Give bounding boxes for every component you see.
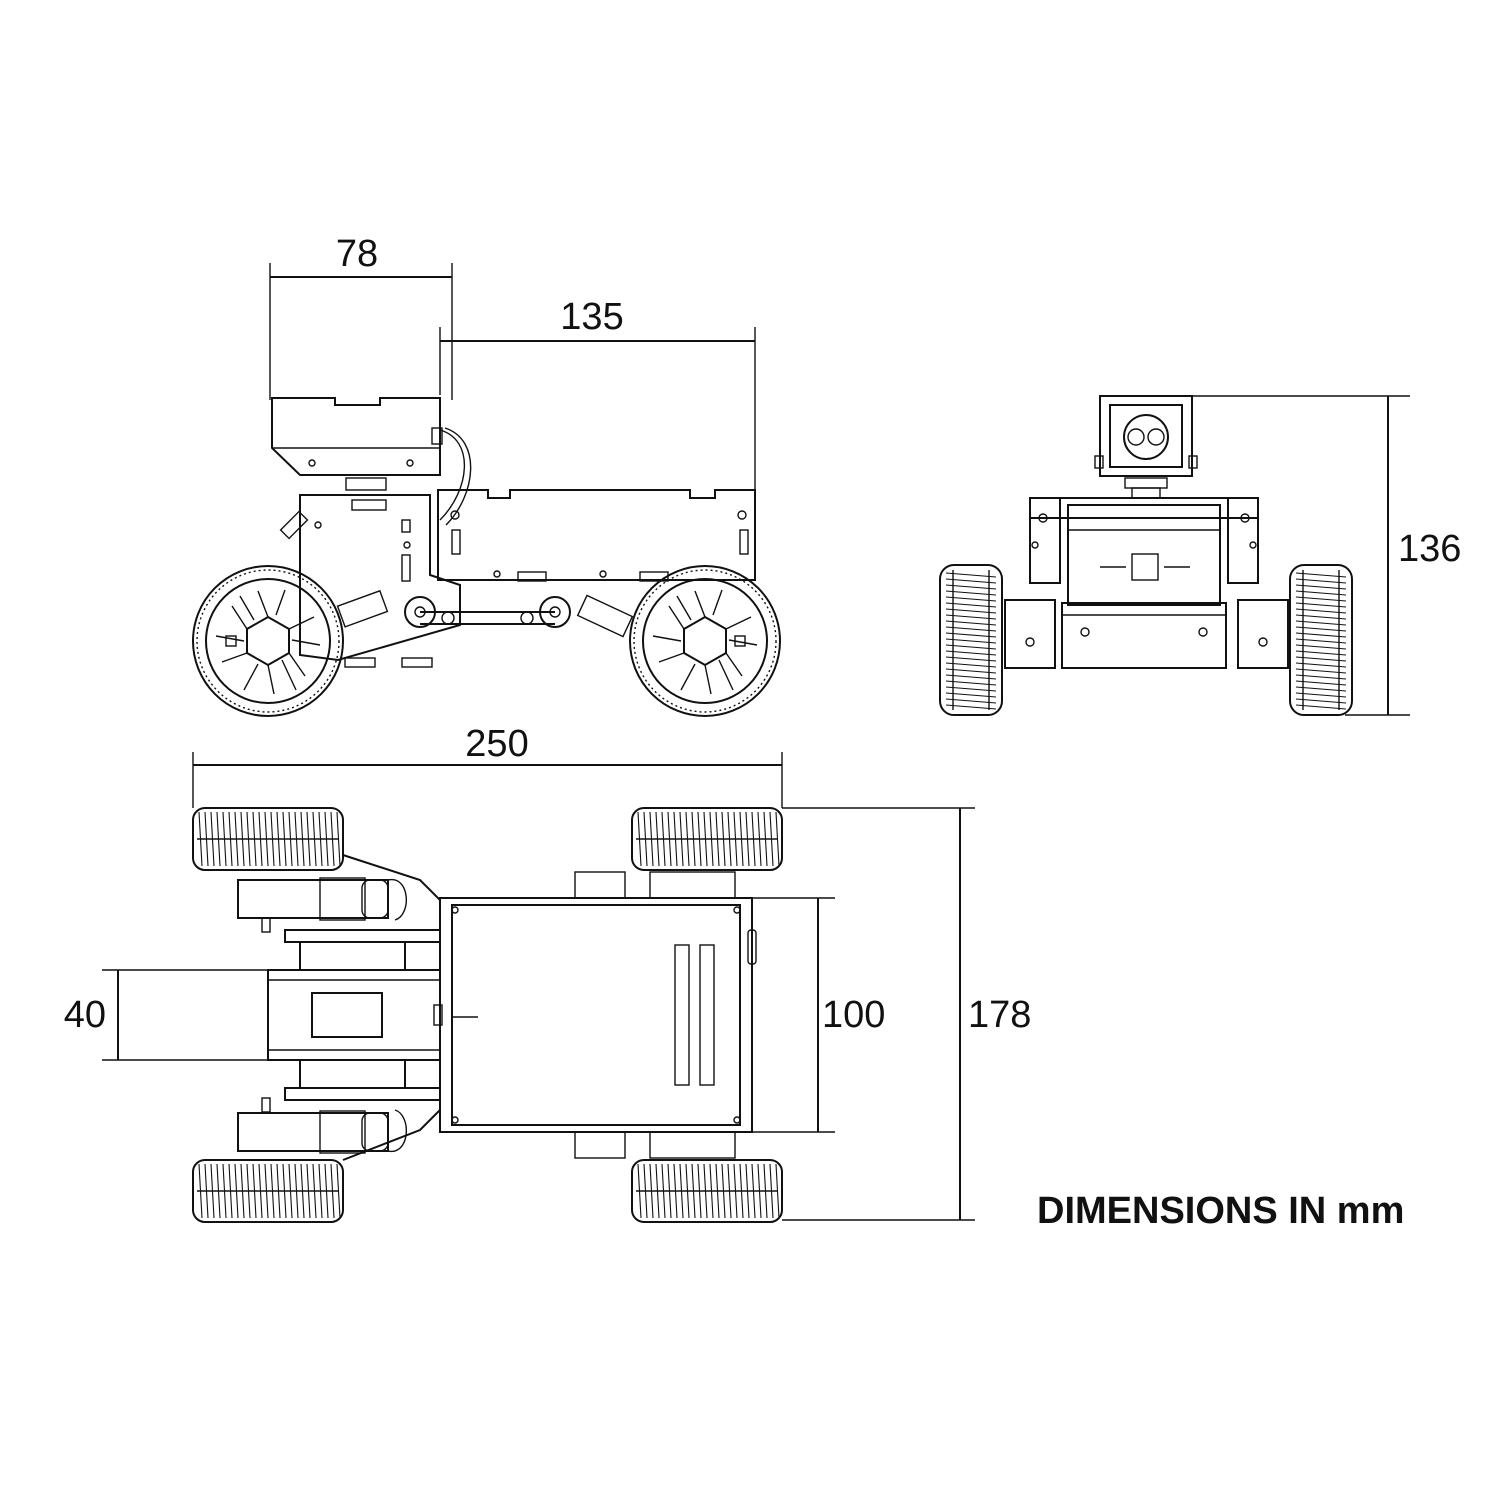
front-view-right-tire [1289,564,1353,716]
dimension-label-178: 178 [968,994,1031,1036]
dimension-label-135: 135 [560,296,623,338]
dimension-label-136: 136 [1398,528,1461,570]
side-rear-wheel [192,565,344,717]
front-right-tread [1295,572,1347,710]
top-tire-front-left [631,807,783,871]
rear-frame [237,854,441,1161]
front-body [1004,497,1289,669]
units-note: DIMENSIONS IN mm [1037,1190,1404,1232]
top-tire-rear-left [192,807,344,871]
suspension-linkage [336,589,634,668]
side-view: 78 135 [192,233,781,717]
dimension-100: 100 [752,897,885,1133]
dimension-40: 40 [64,969,268,1061]
top-tire-rear-right [192,1159,344,1223]
dimension-label-40: 40 [64,994,106,1036]
camera-head [1094,395,1198,499]
side-front-wheel [629,565,781,717]
front-view: 136 [939,395,1461,716]
dimension-135: 135 [439,296,756,500]
dimension-250: 250 [192,723,783,808]
front-module [267,969,443,1061]
dimension-78: 78 [269,233,453,400]
dimension-label-250: 250 [465,723,528,765]
main-chassis [439,871,757,1159]
battery-box [437,489,756,582]
top-module [271,397,472,526]
front-view-left-tire [939,564,1003,716]
dimension-136: 136 [1190,395,1461,716]
top-tire-front-right [631,1159,783,1223]
dimension-label-100: 100 [822,994,885,1036]
dimension-178: 178 [782,807,1031,1221]
front-left-tread [945,572,997,710]
top-view: 250 178 100 40 [64,723,1031,1223]
dimension-label-78: 78 [336,233,378,275]
